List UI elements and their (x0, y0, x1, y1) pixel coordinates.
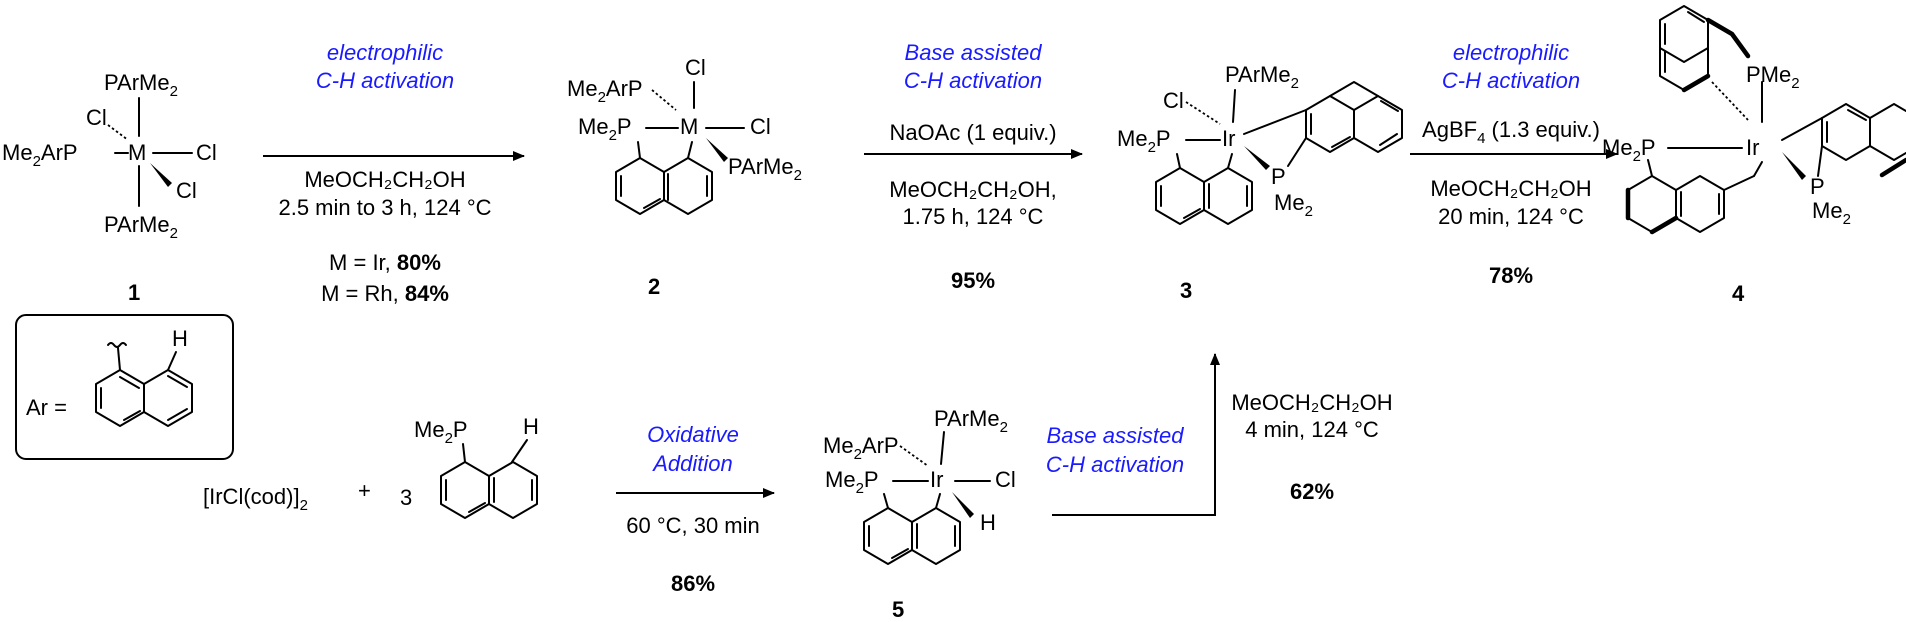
reagent: AgBF4 (1.3 equiv.) (1422, 117, 1600, 147)
step-5: Base assisted C-H activation MeOCH₂CH₂OH… (1046, 353, 1393, 516)
cl-lower-right: Cl (176, 178, 197, 203)
ligand-top: PArMe2 (1225, 62, 1299, 92)
metal-label: Ir (1746, 135, 1759, 160)
yield: 78% (1489, 263, 1533, 288)
compound-number: 5 (892, 597, 904, 622)
step-type-line2: C-H activation (1046, 452, 1184, 477)
conditions: 2.5 min to 3 h, 124 °C (278, 195, 491, 220)
ligand-wedge: PArMe2 (728, 154, 802, 184)
ring-phosphine: Me2P (1117, 126, 1171, 156)
bonds (863, 431, 991, 565)
step-type-line1: electrophilic (327, 40, 443, 65)
ligand-top: PArMe2 (104, 70, 178, 100)
metal-label: M (128, 140, 146, 165)
cl-right: Cl (196, 140, 217, 165)
step-type-line2: C-H activation (904, 68, 1042, 93)
ligand-left: Me2ArP (2, 140, 78, 170)
compound-number: 2 (648, 274, 660, 299)
compound-number: 3 (1180, 278, 1192, 303)
step-type-line1: Base assisted (905, 40, 1043, 65)
compound-3: PArMe2 Cl Me2P Ir P Me2 (1117, 62, 1403, 303)
reactants: [IrCl(cod)]2 + 3 Me2P H (203, 414, 539, 519)
conditions: 60 °C, 30 min (626, 513, 760, 538)
ar-h: H (172, 326, 188, 351)
conditions: 20 min, 124 °C (1438, 204, 1584, 229)
yield-rh: M = Rh, 84% (321, 281, 449, 306)
bonds (1155, 81, 1403, 225)
solvent: MeOCH₂CH₂OH (1430, 176, 1591, 201)
coefficient: 3 (400, 485, 412, 510)
hydride: H (980, 510, 996, 535)
metal-label: Ir (930, 467, 943, 492)
step-type-line2: C-H activation (316, 68, 454, 93)
reaction-arrow (1052, 353, 1220, 516)
phosphine-label: Me2P (414, 417, 468, 447)
ar-definition-box: Ar = H (15, 314, 234, 460)
ring-phosphine: Me2P (825, 467, 879, 497)
yield: 95% (951, 268, 995, 293)
step-type-line1: Oxidative (647, 422, 739, 447)
phosphine-h: H (523, 414, 539, 439)
p-lower: P (1271, 164, 1286, 189)
metal-label: M (680, 114, 698, 139)
ligand-top: PArMe2 (934, 406, 1008, 436)
compound-1: PArMe2 Cl Me2ArP M Cl Cl PArMe2 1 (2, 70, 217, 305)
conditions: 1.75 h, 124 °C (903, 204, 1044, 229)
step-type-line2: C-H activation (1442, 68, 1580, 93)
bonds (1625, 5, 1906, 235)
plus-sign: + (358, 478, 371, 503)
ligand-upper-left: Me2ArP (823, 433, 899, 463)
reagent: NaOAc (1 equiv.) (889, 120, 1056, 145)
bonds (615, 81, 745, 215)
solvent: MeOCH₂CH₂OH (304, 167, 465, 192)
solvent: MeOCH₂CH₂OH, (889, 177, 1056, 202)
ring-phosphine: Me2P (578, 114, 632, 144)
conditions: 4 min, 124 °C (1245, 417, 1379, 442)
ligand-top: PMe2 (1746, 62, 1800, 92)
box-frame (15, 314, 234, 460)
cl-right: Cl (750, 114, 771, 139)
compound-number: 4 (1732, 281, 1745, 306)
step-type-line1: electrophilic (1453, 40, 1569, 65)
naphthyl-icon (95, 342, 193, 427)
yield-ir: M = Ir, 80% (329, 250, 441, 275)
cl-top: Cl (685, 55, 706, 80)
solvent: MeOCH₂CH₂OH (1231, 390, 1392, 415)
step-4: Oxidative Addition 60 °C, 30 min 86% (616, 422, 775, 596)
cl: Cl (1163, 88, 1184, 113)
yield: 62% (1290, 479, 1334, 504)
step-1: electrophilic C-H activation MeOCH₂CH₂OH… (263, 40, 525, 306)
step-3: electrophilic C-H activation AgBF4 (1.3 … (1410, 40, 1618, 288)
ligand-bottom: PArMe2 (104, 212, 178, 242)
step-type-line2: Addition (651, 451, 733, 476)
compound-number: 1 (128, 280, 140, 305)
ligand-upper-left: Me2ArP (567, 76, 643, 106)
p-lower: P (1810, 174, 1825, 199)
metal-label: Ir (1222, 126, 1235, 151)
compound-4: PMe2 Me2P Ir P Me2 4 (1602, 5, 1906, 306)
compound-5: PArMe2 Me2ArP Me2P Ir Cl H 5 (823, 406, 1016, 622)
compound-2: Cl Me2ArP Me2P M Cl PArMe2 2 (567, 55, 802, 299)
ar-label: Ar = (26, 395, 67, 420)
p-lower-me: Me2 (1812, 198, 1851, 228)
cl: Cl (995, 467, 1016, 492)
cl-upper-left: Cl (86, 105, 107, 130)
naphthylphosphine-icon (440, 439, 538, 519)
step-type-line1: Base assisted (1047, 423, 1185, 448)
step-2: Base assisted C-H activation NaOAc (1 eq… (864, 40, 1083, 293)
p-lower-me: Me2 (1274, 190, 1313, 220)
yield: 86% (671, 571, 715, 596)
ring-phosphine: Me2P (1602, 135, 1656, 165)
bonds (107, 97, 193, 207)
iridium-dimer: [IrCl(cod)]2 (203, 484, 308, 514)
